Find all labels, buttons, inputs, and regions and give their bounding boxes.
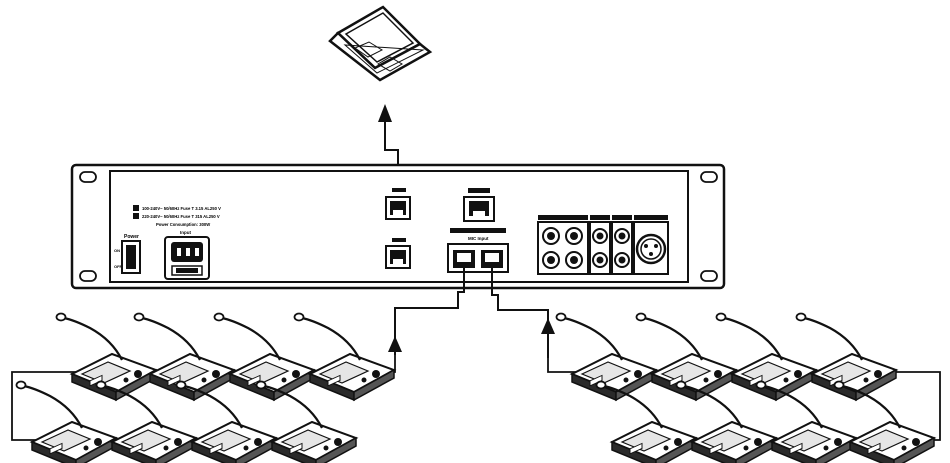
- network-port-3[interactable]: [463, 188, 495, 222]
- cable-port-a-to-left-chain: [388, 268, 465, 355]
- network-port-pc[interactable]: [385, 188, 411, 220]
- mic-unit[interactable]: [293, 312, 396, 402]
- mount-hole-br: [700, 270, 718, 282]
- rca-output-block-3: [611, 215, 633, 275]
- power-input-label: Input: [180, 230, 191, 235]
- rca-jack[interactable]: [592, 252, 608, 268]
- power-input-socket[interactable]: [164, 236, 210, 280]
- left-mic-chain: [11, 312, 396, 463]
- rca-jack[interactable]: [542, 227, 560, 245]
- rca-jack[interactable]: [542, 251, 560, 269]
- mic-input-label: MIC Input: [468, 236, 489, 241]
- mic-input-block: MIC Input A B: [447, 228, 509, 273]
- power-label: Power: [124, 234, 139, 240]
- mount-hole-tl: [79, 171, 97, 183]
- rca-jack[interactable]: [614, 252, 630, 268]
- rca-jack[interactable]: [565, 251, 583, 269]
- network-port-2[interactable]: [385, 238, 411, 269]
- rack-unit-rear-panel: Power ON OFF 100-240V~ 50/60Hz Fuse T 3.…: [70, 163, 726, 290]
- right-mic-chain: [547, 312, 941, 463]
- rca-output-block-1: [537, 215, 589, 275]
- voltage-line-2: 220-240V~ 50/60Hz Fuse T 315 AL250 V: [142, 214, 220, 219]
- mount-hole-bl: [79, 270, 97, 282]
- mount-hole-tr: [700, 171, 718, 183]
- power-off-label: OFF: [114, 264, 123, 269]
- rca-output-block-2: [589, 215, 611, 275]
- cable-port-b-to-right-chain: [491, 268, 555, 358]
- mic-port-a[interactable]: [453, 250, 475, 268]
- laptop-icon: [328, 5, 433, 82]
- power-on-label: ON: [114, 248, 120, 253]
- power-consumption-label: Power Consumption: 300W: [156, 222, 210, 227]
- voltage-line-1: 100-240V~ 50/60Hz Fuse T 3.15 AL250 V: [142, 206, 221, 211]
- mic-port-b[interactable]: [481, 250, 503, 268]
- rca-jack[interactable]: [565, 227, 583, 245]
- xlr-connector[interactable]: [633, 215, 669, 275]
- rca-jack[interactable]: [614, 228, 630, 244]
- rca-jack[interactable]: [592, 228, 608, 244]
